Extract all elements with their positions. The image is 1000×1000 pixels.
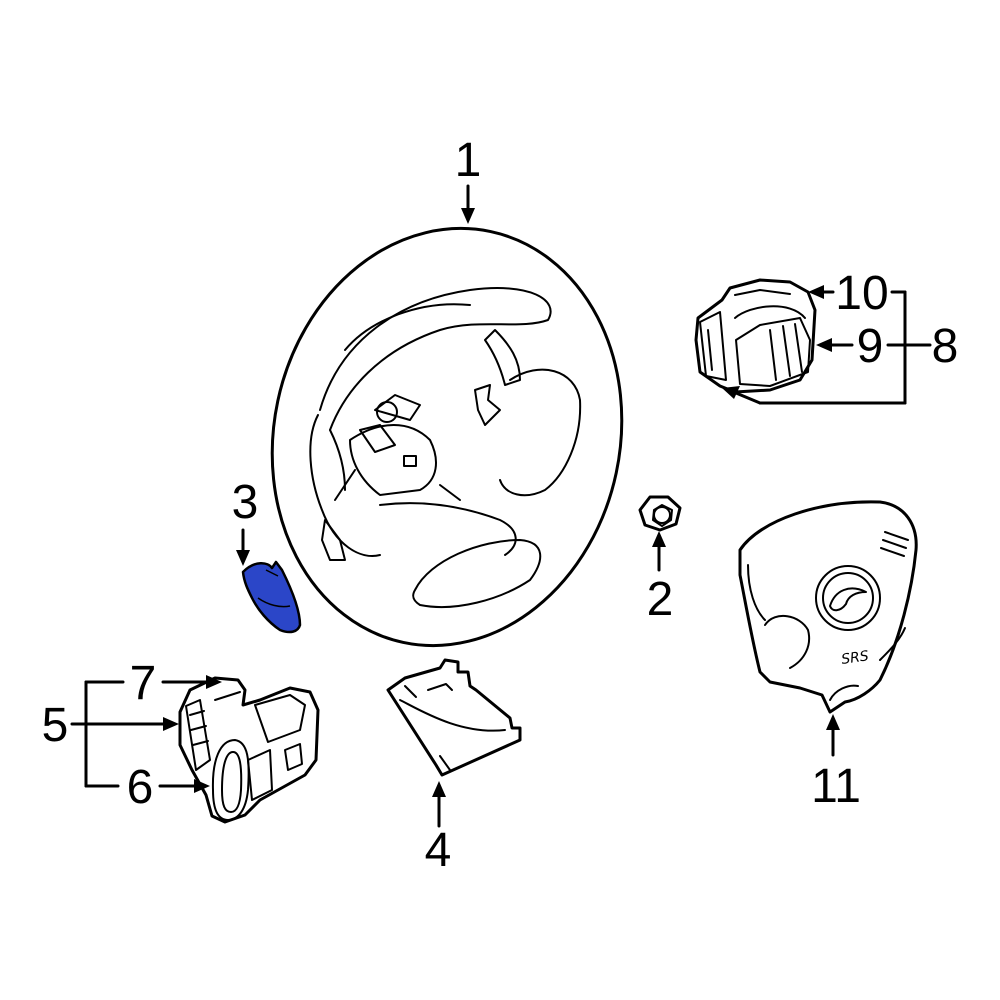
nut-part-2[interactable] <box>638 495 682 532</box>
callout-8: 8 <box>932 320 959 373</box>
switch-assembly-parts-8-9-10[interactable] <box>694 278 817 394</box>
column-cover-part-4[interactable] <box>386 658 522 777</box>
airbag-part-11[interactable]: SRS <box>738 500 918 714</box>
leader-lines <box>70 184 932 828</box>
callout-6: 6 <box>127 761 154 814</box>
airbag-srs-marking: SRS <box>840 648 870 668</box>
callout-7: 7 <box>130 657 157 710</box>
highlighted-part-3[interactable] <box>241 560 302 634</box>
callout-labels: 1 2 3 4 5 6 7 8 9 10 11 <box>42 134 959 877</box>
callout-1: 1 <box>455 134 482 187</box>
callout-11: 11 <box>811 760 861 813</box>
switch-assembly-parts-5-6-7[interactable] <box>178 676 320 824</box>
callout-9: 9 <box>857 320 884 373</box>
steering-wheel[interactable] <box>234 196 660 679</box>
callout-4: 4 <box>425 824 452 877</box>
callout-3: 3 <box>232 476 259 529</box>
callout-10: 10 <box>835 267 888 320</box>
callout-5: 5 <box>42 699 69 752</box>
callout-2: 2 <box>647 573 674 626</box>
